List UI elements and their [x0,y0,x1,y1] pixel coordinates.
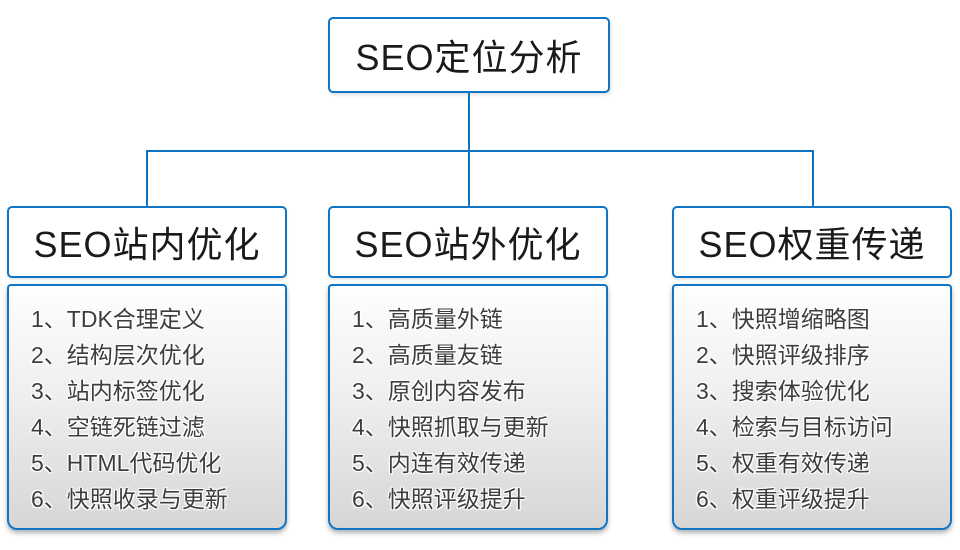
connector-middle-vertical [468,150,470,206]
branch-header-onsite: SEO站内优化 [7,206,287,278]
branch-offsite-optimization: SEO站外优化 1、高质量外链 2、高质量友链 3、原创内容发布 4、快照抓取与… [328,206,608,530]
branch-list-onsite: 1、TDK合理定义 2、结构层次优化 3、站内标签优化 4、空链死链过滤 5、H… [7,284,287,530]
root-node: SEO定位分析 [328,17,610,93]
list-item: 1、高质量外链 [352,306,503,332]
list-item: 3、原创内容发布 [352,378,526,404]
list-item: 1、快照增缩略图 [696,306,870,332]
branch-title: SEO站内优化 [33,224,261,265]
branch-weight-transfer: SEO权重传递 1、快照增缩略图 2、快照评级排序 3、搜索体验优化 4、检索与… [672,206,952,530]
list-item: 4、快照抓取与更新 [352,414,549,440]
list-item: 2、高质量友链 [352,342,503,368]
list-item: 2、结构层次优化 [31,342,205,368]
branch-header-offsite: SEO站外优化 [328,206,608,278]
list-item: 6、快照收录与更新 [31,486,228,512]
branch-list-weight: 1、快照增缩略图 2、快照评级排序 3、搜索体验优化 4、检索与目标访问 5、权… [672,284,952,530]
list-item: 6、快照评级提升 [352,486,526,512]
list-item: 3、站内标签优化 [31,378,205,404]
list-item: 4、空链死链过滤 [31,414,205,440]
list-item: 5、权重有效传递 [696,450,870,476]
connector-root-vertical [468,93,470,150]
connector-right-vertical [812,150,814,206]
branch-title: SEO站外优化 [354,224,582,265]
list-item: 4、检索与目标访问 [696,414,893,440]
list-item: 3、搜索体验优化 [696,378,870,404]
list-item: 6、权重评级提升 [696,486,870,512]
branch-header-weight: SEO权重传递 [672,206,952,278]
connector-left-vertical [146,150,148,206]
branch-onsite-optimization: SEO站内优化 1、TDK合理定义 2、结构层次优化 3、站内标签优化 4、空链… [7,206,287,530]
branch-list-offsite: 1、高质量外链 2、高质量友链 3、原创内容发布 4、快照抓取与更新 5、内连有… [328,284,608,530]
branch-title: SEO权重传递 [698,224,926,265]
root-node-label: SEO定位分析 [355,37,583,78]
connector-horizontal [146,150,814,152]
list-item: 2、快照评级排序 [696,342,870,368]
list-item: 5、内连有效传递 [352,450,526,476]
list-item: 5、HTML代码优化 [31,450,222,476]
list-item: 1、TDK合理定义 [31,306,205,332]
